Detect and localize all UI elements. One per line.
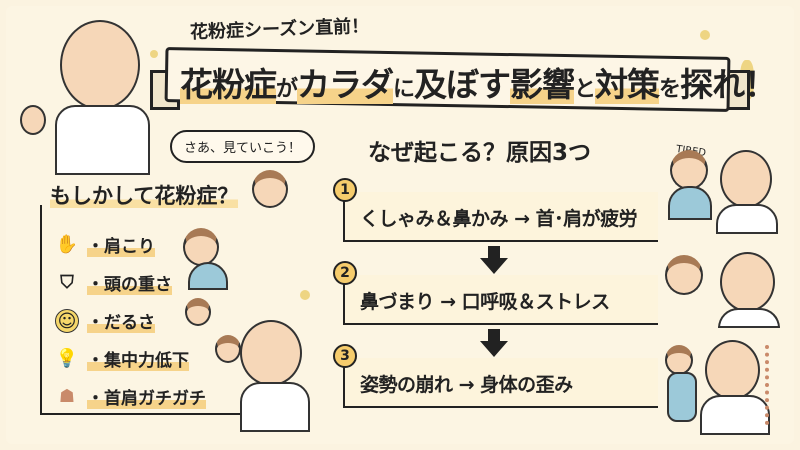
symptom-item: 💡 ・集中力低下 [55,346,189,371]
symptom-label: ・頭の重さ [87,270,172,295]
waving-hand-icon [20,105,46,135]
sneezing-woman-illustration [670,150,708,190]
spine-icon [765,345,777,425]
pollen-dot [700,30,710,40]
title-part: 影響 [510,65,575,104]
speech-bubble: さあ、見ていこう！ [170,130,316,163]
symptom-item: ☺ ・だるさ [55,308,155,333]
stressed-doctor-illustration [720,252,775,312]
symptom-item: ☗ ・首肩ガチガチ [55,384,206,409]
down-arrow-icon [480,246,508,274]
doctor-character-head [60,20,140,110]
doctor-character-body [55,105,150,175]
title-part: カラダ [297,65,394,104]
main-title: 花粉症がカラダに及ぼす影響と対策を探れ！ [180,58,777,106]
tired-face-icon: ☺ [55,308,79,333]
symptom-item: ⛉ ・頭の重さ [55,270,172,295]
symptom-label: ・首肩ガチガチ [87,384,206,409]
step-text: 姿勢の崩れ → 身体の歪み [360,374,573,396]
title-part: 探れ！ [680,65,777,104]
causes-title: なぜ起こる？原因3つ [368,140,592,166]
symptom-label: ・集中力低下 [87,346,189,371]
shoulder-pain-woman-illustration [183,228,219,266]
worried-doctor-head [240,320,302,386]
studying-woman-illustration [215,335,241,363]
title-part: と [574,77,596,102]
shoulder-pain-woman-body [188,262,228,290]
symptom-label: ・だるさ [87,308,155,333]
stiff-neck-icon: ☗ [58,385,76,407]
title-part: 花粉症 [180,65,277,104]
hand-shoulder-icon: ✋ [55,233,79,255]
symptoms-title: もしかして花粉症？ [50,180,239,210]
step-number-badge: 3 [333,344,357,368]
title-part: に [393,77,415,102]
pointing-doctor-body [700,395,770,435]
lightbulb-icon: 💡 [55,347,79,369]
step-text: くしゃみ＆鼻かみ → 首･肩が疲労 [360,208,638,230]
title-part: を [659,77,681,102]
stressed-doctor-body [718,308,780,328]
sneezing-doctor-body [716,204,778,234]
sneezing-woman-body [668,186,712,220]
sneezing-woman-illustration [252,170,288,208]
symptom-item: ✋ ・肩こり [55,232,155,257]
weight-icon: ⛉ [60,271,74,293]
bad-posture-woman-body [667,372,697,422]
symptoms-title-text: もしかして花粉症？ [50,184,239,208]
title-part: が [276,77,298,102]
step-number-badge: 2 [333,261,357,285]
tired-woman-illustration [185,298,211,326]
title-part: 対策 [595,65,660,104]
title-part: 及ぼす [414,65,511,104]
step-text: 鼻づまり → 口呼吸＆ストレス [360,291,610,313]
step-number-badge: 1 [333,178,357,202]
sneezing-doctor-illustration [720,150,772,208]
symptom-label: ・肩こり [87,232,155,257]
pollen-dot [150,50,158,58]
pointing-doctor-illustration [705,340,760,400]
symptoms-panel [40,205,250,415]
pollen-dot [300,290,310,300]
stuffy-nose-woman-illustration [665,255,703,295]
worried-doctor-body [240,382,310,432]
bad-posture-woman-illustration [665,345,693,375]
down-arrow-icon [480,329,508,357]
